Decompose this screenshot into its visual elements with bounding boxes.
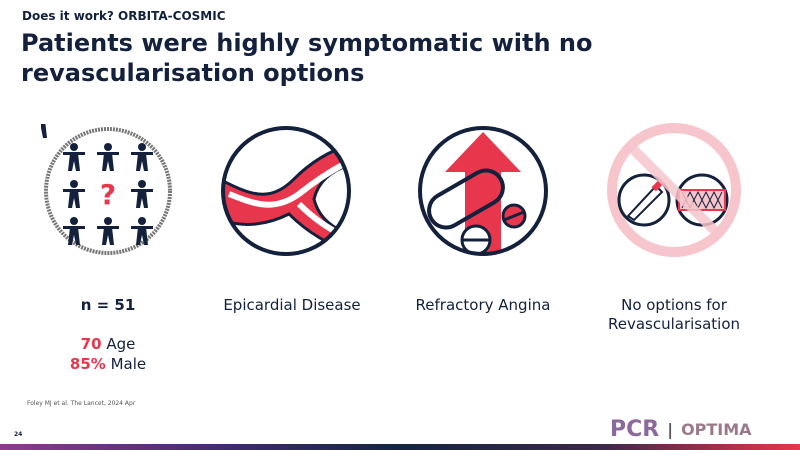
caption-epicardial-disease: Epicardial Disease	[223, 296, 361, 314]
reference: Foley MJ et al. The Lancet, 2024 Apr	[27, 400, 136, 407]
stat-male-value: 85%	[69, 355, 106, 373]
no-revascularisation-icon	[604, 120, 744, 260]
caption-refractory-angina: Refractory Angina	[415, 296, 551, 314]
footer-gradient-bar	[0, 444, 800, 450]
logos: PCR | OPTIMA	[610, 417, 752, 442]
sample-size: n = 51	[80, 296, 136, 314]
pill-arrow-icon	[416, 124, 550, 258]
stat-age-value: 70	[80, 335, 102, 353]
logo-separator: |	[667, 420, 674, 439]
patients-icon: ?	[30, 110, 175, 258]
artery-icon	[219, 124, 353, 258]
pcr-logo: PCR	[610, 417, 660, 442]
question-mark: ?	[100, 178, 116, 211]
page-title: Patients were highly symptomatic with no…	[21, 29, 593, 87]
optima-logo: OPTIMA	[681, 420, 752, 439]
page-number: 24	[14, 431, 23, 438]
stat-male: 85% Male	[48, 355, 168, 373]
kicker: Does it work? ORBITA-COSMIC	[22, 9, 226, 23]
stat-age: 70 Age	[48, 335, 168, 353]
caption-no-options: No options for Revascularisation	[607, 296, 741, 333]
stat-age-label: Age	[106, 335, 136, 353]
stat-male-label: Male	[110, 355, 147, 373]
